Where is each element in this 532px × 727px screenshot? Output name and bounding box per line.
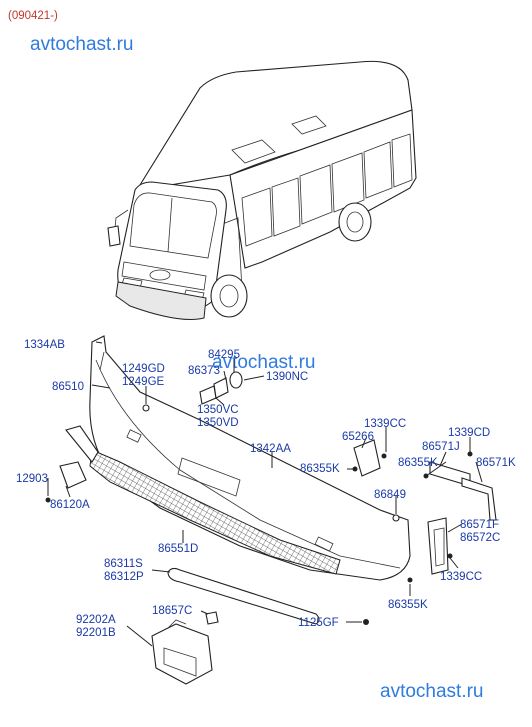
revision-label: (090421-) <box>8 10 58 22</box>
part-label-86571F: 86571F <box>460 519 499 531</box>
part-label-92201B: 92201B <box>76 627 116 639</box>
part-label-86572C: 86572C <box>460 532 500 544</box>
bracket-86571K <box>461 477 497 521</box>
part-label-86355K-lower: 86355K <box>388 599 428 611</box>
part-label-86510: 86510 <box>52 381 84 393</box>
part-label-1342AA: 1342AA <box>250 443 291 455</box>
part-label-1350VC: 1350VC <box>197 404 239 416</box>
clip-86849 <box>392 514 400 522</box>
part-label-1125GF: 1125GF <box>298 617 339 629</box>
part-label-1350VD: 1350VD <box>197 417 239 429</box>
part-label-1334AB: 1334AB <box>24 339 65 351</box>
fog-lamp <box>151 619 213 685</box>
clip-12903 <box>45 497 51 503</box>
part-label-1390NC: 1390NC <box>266 371 308 383</box>
screw-washer-nut-set <box>199 371 243 405</box>
part-label-86355K-left: 86355K <box>300 463 340 475</box>
part-label-18657C: 18657C <box>152 605 192 617</box>
part-number-labels: 1334AB 86510 12903 86120A 1249GD 1249GE … <box>16 339 516 639</box>
part-label-84295: 84295 <box>208 349 240 361</box>
part-label-1249GD: 1249GD <box>122 363 165 375</box>
part-label-86355K-right: 86355K <box>398 457 438 469</box>
leader-lines <box>47 341 483 647</box>
bumper-garnish <box>167 567 320 625</box>
part-label-86120A: 86120A <box>50 499 90 511</box>
part-label-1339CD: 1339CD <box>448 427 490 439</box>
bracket-65266 <box>353 439 381 477</box>
part-label-86373: 86373 <box>188 365 220 377</box>
fog-lamp-cover <box>59 461 87 489</box>
part-label-86312P: 86312P <box>104 571 144 583</box>
part-label-86571J: 86571J <box>422 441 460 453</box>
part-label-1339CC-lower: 1339CC <box>440 571 482 583</box>
part-label-12903: 12903 <box>16 473 48 485</box>
bumper-cover <box>89 335 411 581</box>
watermark-bottom: avtochast.ru <box>380 681 484 702</box>
corner-cover-left <box>65 425 99 463</box>
bolt-1249GD <box>142 404 150 412</box>
watermark-top: avtochast.ru <box>30 34 134 55</box>
part-label-86571K: 86571K <box>476 457 516 469</box>
part-label-86849: 86849 <box>374 489 406 501</box>
part-label-86551D: 86551D <box>158 543 198 555</box>
lower-grille <box>89 449 341 575</box>
bolt-1125GF <box>363 619 369 625</box>
part-label-1249GE: 1249GE <box>122 376 165 388</box>
fog-lamp-bulb <box>205 611 219 625</box>
part-label-1339CC-upper: 1339CC <box>364 418 406 430</box>
side-bracket-86571F <box>427 517 449 575</box>
watermark-middle: avtochast.ru <box>212 352 316 373</box>
front-bumper-assembly <box>45 335 497 685</box>
part-label-65266: 65266 <box>342 431 374 443</box>
part-label-86311S: 86311S <box>104 558 143 570</box>
part-label-92202A: 92202A <box>76 614 116 626</box>
bus-illustration <box>107 60 417 320</box>
